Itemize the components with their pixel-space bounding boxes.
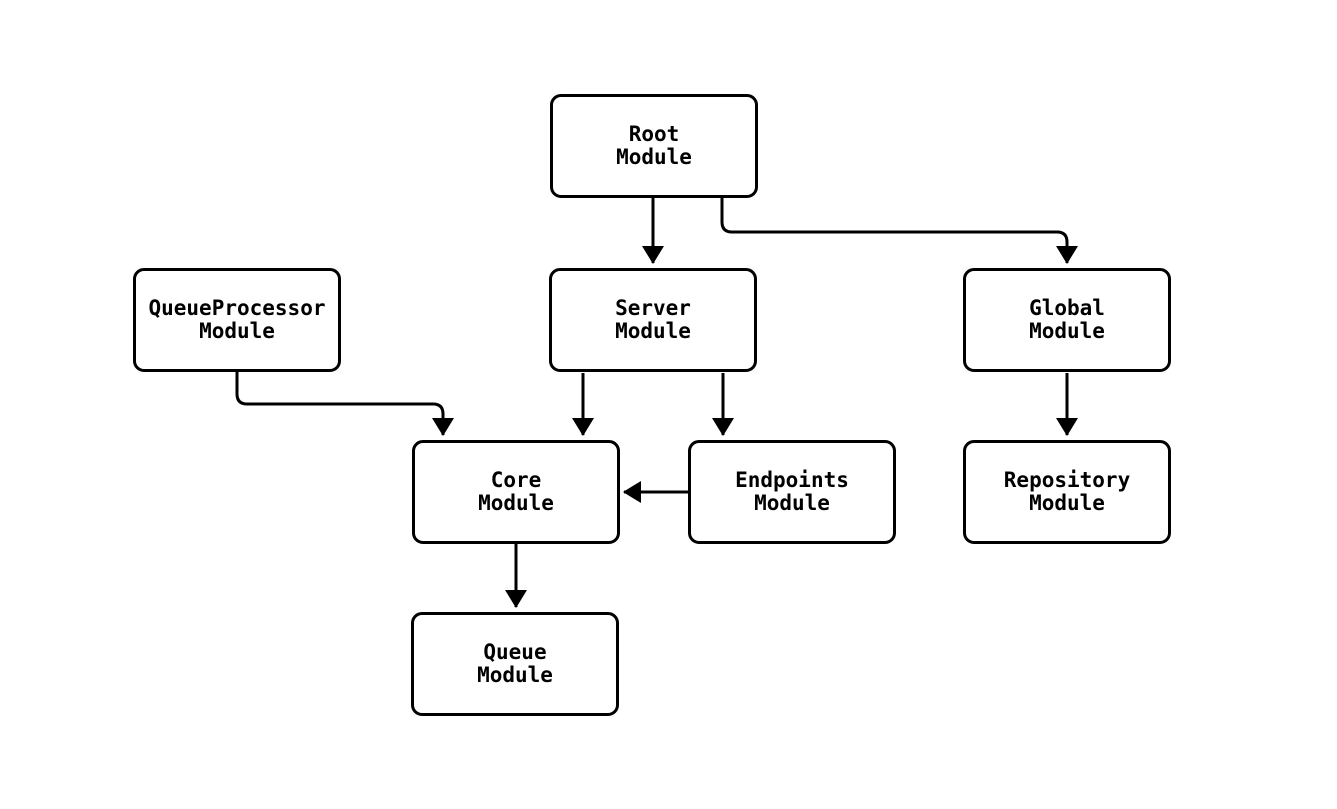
node-queue-module: Queue Module: [411, 612, 619, 716]
node-server-module: Server Module: [549, 268, 757, 372]
node-endpoints-module: Endpoints Module: [688, 440, 896, 544]
edge-queueprocessor-to-core: [235, 372, 454, 436]
node-label: Queue Module: [477, 640, 553, 687]
node-repository-module: Repository Module: [963, 440, 1171, 544]
edge-root-to-global: [720, 198, 1078, 264]
node-label: Endpoints Module: [735, 468, 849, 515]
node-label: Global Module: [1029, 296, 1105, 343]
node-global-module: Global Module: [963, 268, 1171, 372]
node-label: Repository Module: [1003, 468, 1131, 515]
node-label: Root Module: [616, 122, 692, 169]
node-label: Server Module: [615, 296, 691, 343]
node-label: Core Module: [478, 468, 554, 515]
node-queueprocessor-module: QueueProcessor Module: [133, 268, 341, 372]
node-root-module: Root Module: [550, 94, 758, 198]
node-label: QueueProcessor Module: [148, 296, 326, 343]
node-core-module: Core Module: [412, 440, 620, 544]
